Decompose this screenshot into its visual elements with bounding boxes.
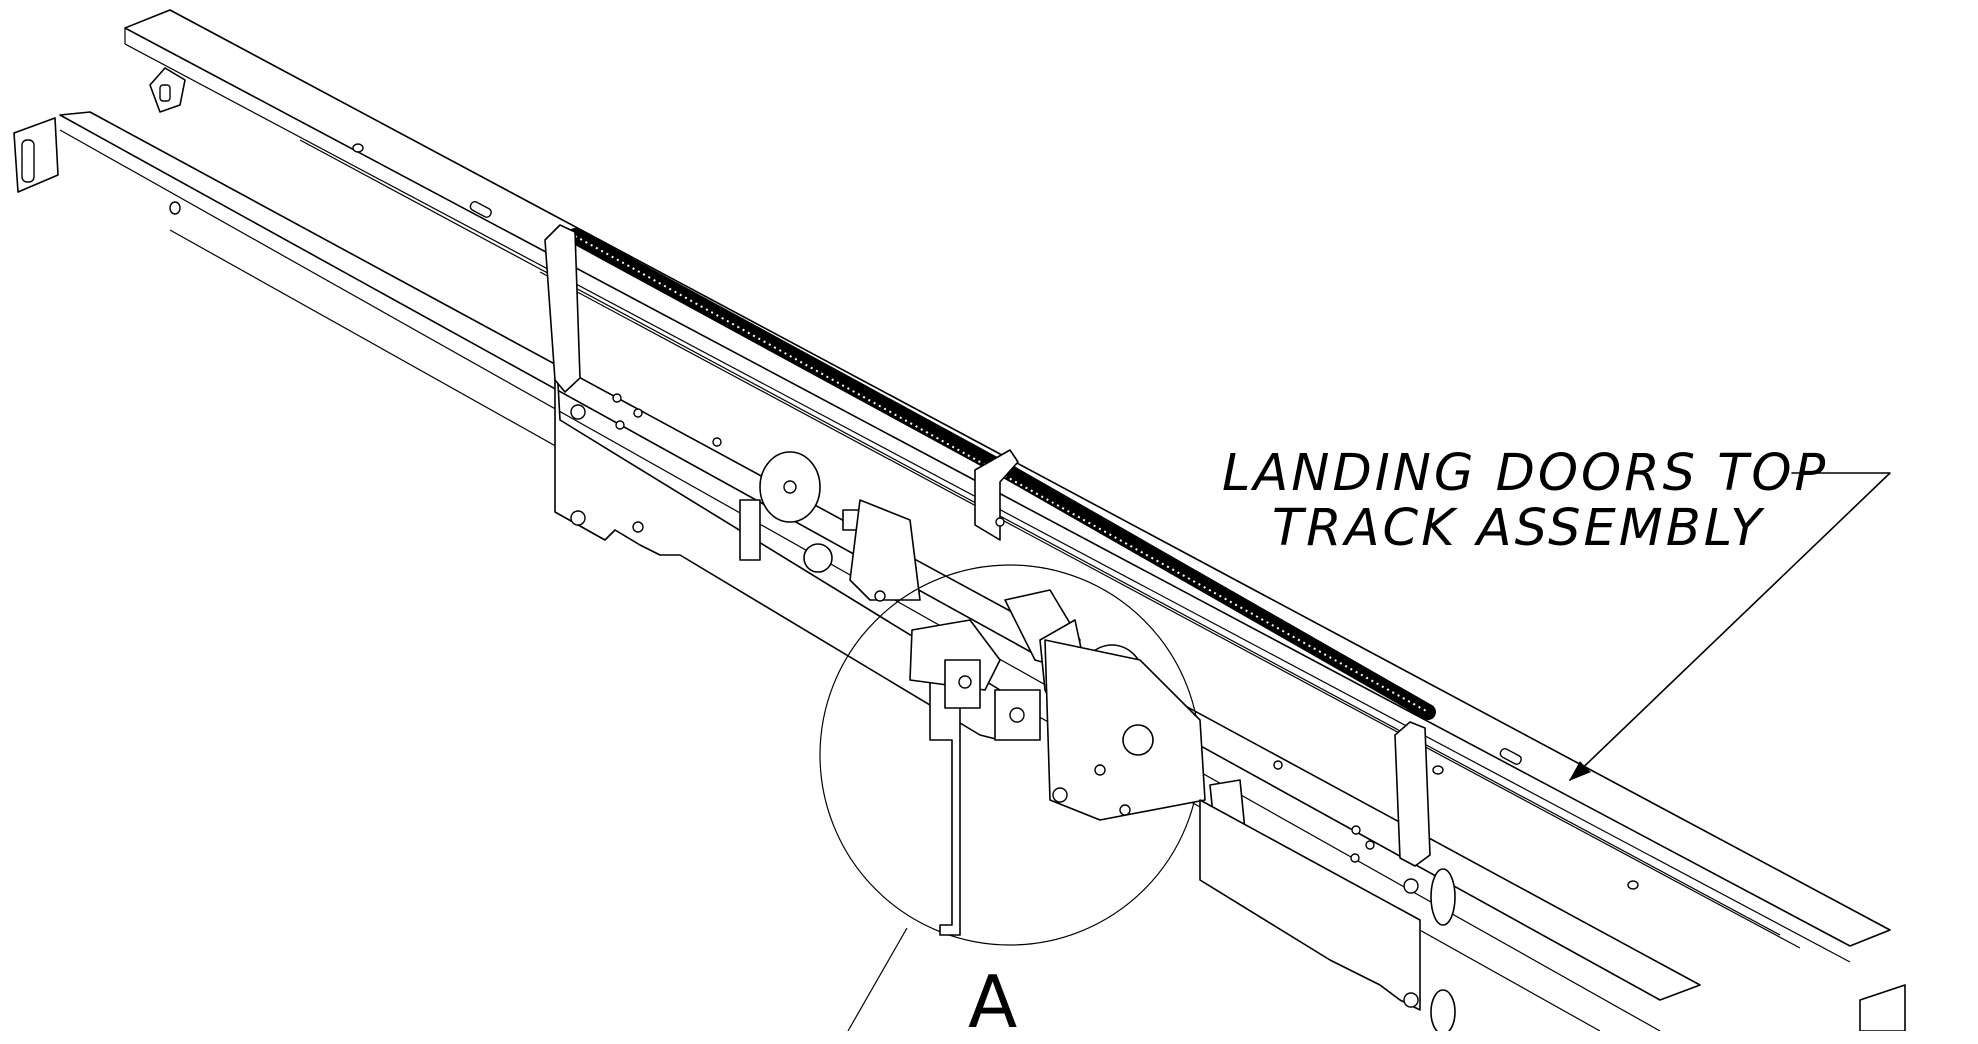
callout-leader xyxy=(1568,472,1891,781)
closing-spring xyxy=(567,228,1436,720)
detail-label: A xyxy=(968,960,1018,1044)
callout-label-line2: TRACK ASSEMBLY xyxy=(1272,499,1765,558)
right-hanger-plate xyxy=(1199,721,1456,1031)
center-link-bracket xyxy=(974,449,1019,541)
left-roller-carriage xyxy=(739,451,921,602)
right-roller-carriage xyxy=(1044,639,1246,836)
callout-label-line1: LANDING DOORS TOP xyxy=(1222,444,1829,503)
